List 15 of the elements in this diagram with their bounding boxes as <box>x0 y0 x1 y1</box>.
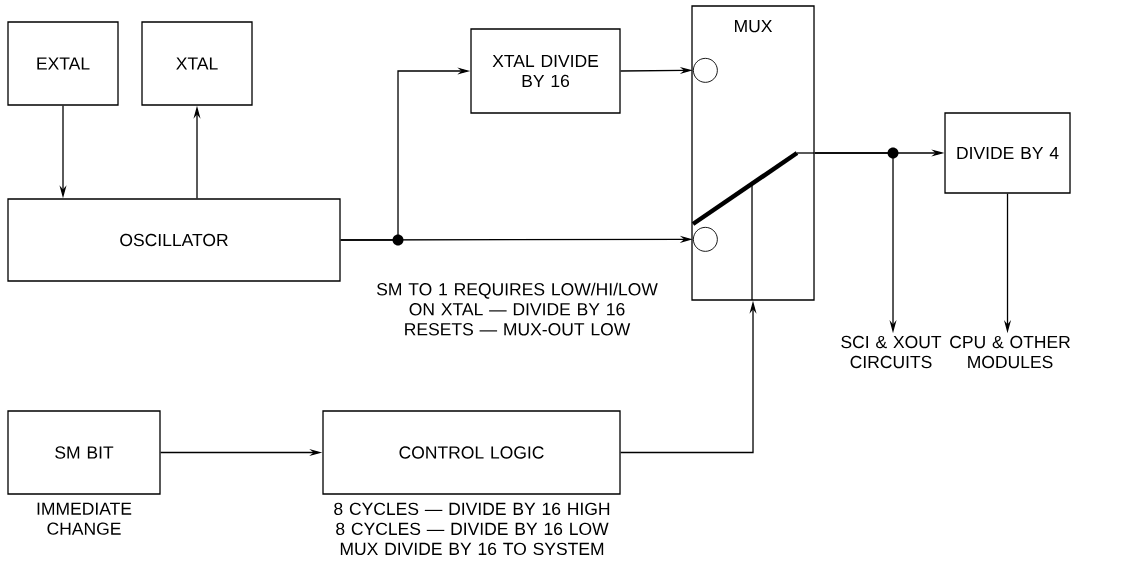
block-box: OSCILLATOR <box>7 198 341 282</box>
block-box: XTAL DIVIDE BY 16 <box>470 28 621 114</box>
block-box: SM BIT <box>7 410 161 495</box>
node-caption: IMMEDIATE CHANGE <box>37 502 132 535</box>
note-text: SM TO 1 REQUIRES LOW/HI/LOW ON XTAL — DIVIDE BY 16 RESETS — MUX-OUT LOW <box>377 282 658 336</box>
block-box: XTAL <box>141 21 253 106</box>
block-box: EXTAL <box>7 21 119 106</box>
input-circle <box>692 57 718 83</box>
input-circle <box>692 226 718 252</box>
output-label: SCI & XOUT CIRCUITS <box>841 335 942 369</box>
block-box: CONTROL LOGIC <box>322 410 621 495</box>
output-label: CPU & OTHER MODULES <box>950 335 1070 369</box>
block-box: DIVIDE BY 4 <box>944 112 1071 194</box>
mux-box: MUX <box>691 5 815 301</box>
node-caption: 8 CYCLES — DIVIDE BY 16 HIGH 8 CYCLES — DIVIDE BY 16 LOW MUX DIVIDE BY 16 TO SYSTEM <box>334 502 610 556</box>
